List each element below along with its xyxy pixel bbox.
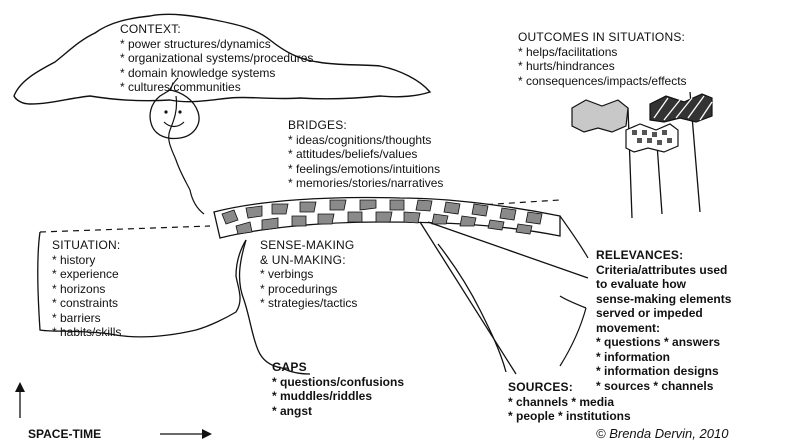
relevances-item: * questions * answers [596,335,721,349]
sense-making-item: * procedurings [260,281,338,296]
outcomes-item: * hurts/hindrances [518,59,615,73]
relevances-block: RELEVANCES: Criteria/attributes used to … [596,248,731,393]
bridges-item: * ideas/cognitions/thoughts [288,132,432,147]
situation-item: * horizons [52,281,106,296]
sources-item: * channels * media [508,394,615,409]
relevances-line: movement: [596,320,661,335]
relevances-item: * sources * channels [596,378,714,393]
situation-item: * history [52,252,96,267]
bridges-heading: BRIDGES: [288,118,347,132]
relevances-outline [559,215,589,367]
situation-item: * barriers [52,310,101,325]
person-figure [149,77,200,140]
relevances-heading: RELEVANCES: [596,248,684,262]
bridges-item: * memories/stories/narratives [288,176,444,190]
gaps-item: * questions/confusions [272,374,405,389]
bridges-item: * attitudes/beliefs/values [288,147,418,161]
gaps-item: * angst [272,403,313,418]
context-cloud [13,13,432,105]
situation-item: * constraints [52,296,119,310]
outcomes-item: * consequences/impacts/effects [518,73,687,88]
gaps-block: GAPS * questions/confusions * muddles/ri… [272,360,404,418]
relevances-item: * information designs [596,364,719,378]
sense-making-outline [238,239,587,375]
outcomes-block: OUTCOMES IN SITUATIONS: * helps/facilita… [518,30,687,88]
relevances-line: Criteria/attributes used [596,262,728,277]
bridges-block: BRIDGES: * ideas/cognitions/thoughts * a… [288,118,443,191]
sources-block: SOURCES: * channels * media * people * i… [508,380,631,424]
context-item: * cultures/communities [120,80,241,94]
sense-making-item: * verbings [260,267,314,281]
bridge-to-sources-line [419,221,517,375]
space-time-axis [15,382,212,439]
bridges-item: * feelings/emotions/intuitions [288,161,441,176]
context-item: * power structures/dynamics [120,36,271,51]
situation-heading: SITUATION: [52,238,121,252]
relevances-item: * information [596,349,670,364]
outcomes-item: * helps/facilitations [518,44,618,59]
sources-heading: SOURCES: [508,380,573,394]
situation-block: SITUATION: * history * experience * hori… [52,238,121,340]
sources-item: * people * institutions [508,409,631,423]
sense-making-block: SENSE-MAKING & UN-MAKING: * verbings * p… [260,238,357,311]
bridge-stones [213,196,561,239]
copyright-text: © Brenda Dervin, 2010 [596,426,729,441]
context-block: CONTEXT: * power structures/dynamics * o… [120,22,313,95]
sense-making-heading: SENSE-MAKING [260,238,355,252]
context-item: * organizational systems/procedures [120,51,314,65]
situation-item: * experience [52,267,119,281]
sense-making-heading: & UN-MAKING: [260,252,346,267]
gaps-item: * muddles/riddles [272,389,373,403]
space-time-label: SPACE-TIME [28,427,102,441]
gaps-heading: GAPS [272,360,307,374]
situation-item: * habits/skills [52,325,122,339]
outcome-flags [571,91,713,219]
context-link-line [168,95,205,215]
context-heading: CONTEXT: [120,22,181,36]
sense-making-item: * strategies/tactics [260,296,358,310]
relevances-line: sense-making elements [596,291,732,306]
situation-outline [37,231,247,338]
outcomes-heading: OUTCOMES IN SITUATIONS: [518,30,686,44]
relevances-line: served or impeded [596,306,703,320]
relevances-line: to evaluate how [596,277,687,291]
bridge-to-relevances-line [427,221,589,279]
context-item: * domain knowledge systems [120,65,276,80]
